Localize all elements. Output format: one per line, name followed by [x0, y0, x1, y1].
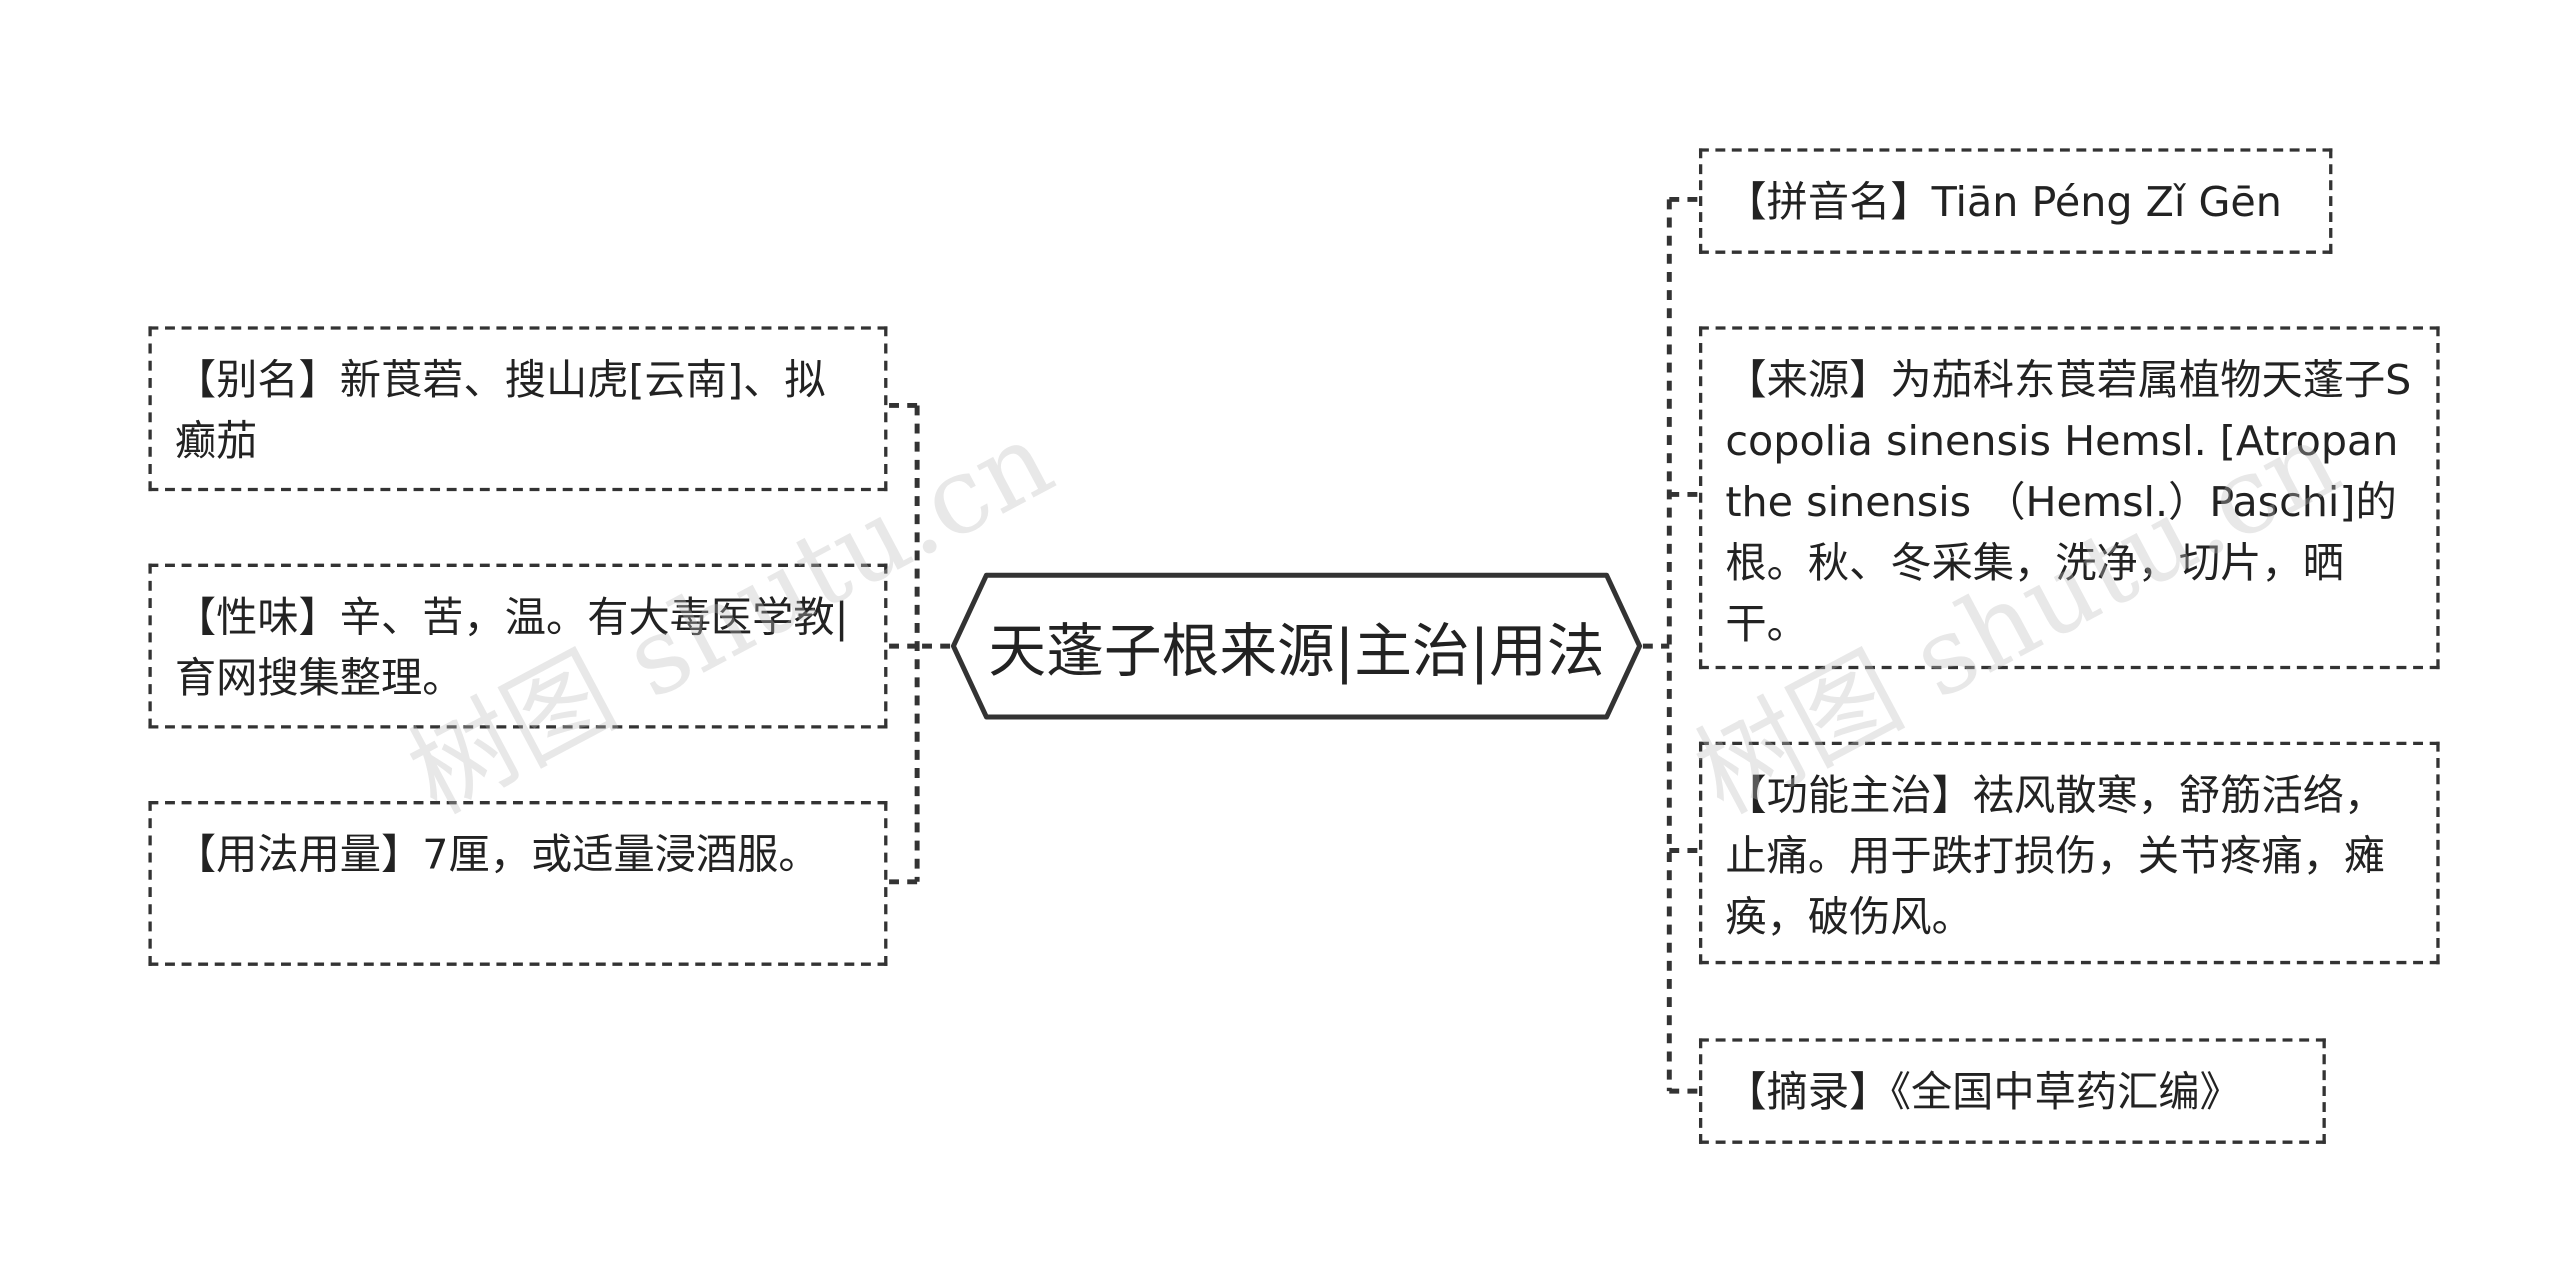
node-taste[interactable]: 【性味】辛、苦，温。有大毒医学教|育网搜集整理。 — [148, 563, 888, 729]
node-usage[interactable]: 【用法用量】7厘，或适量浸酒服。 — [148, 801, 888, 966]
node-source[interactable]: 【来源】为茄科东莨菪属植物天蓬子Scopolia sinensis Hemsl.… — [1698, 326, 2440, 670]
node-excerpt[interactable]: 【摘录】《全国中草药汇编》 — [1698, 1038, 2326, 1144]
node-alias[interactable]: 【别名】新莨菪、搜山虎[云南]、拟癫茄 — [148, 326, 888, 492]
root-node-title[interactable]: 天蓬子根来源|主治|用法 — [988, 618, 1605, 685]
node-function[interactable]: 【功能主治】祛风散寒，舒筋活络，止痛。用于跌打损伤，关节疼痛，瘫痪，破伤风。 — [1698, 741, 2440, 965]
node-pinyin[interactable]: 【拼音名】Tiān Péng Zǐ Gēn — [1698, 148, 2333, 254]
root-node-shape — [950, 572, 1643, 720]
